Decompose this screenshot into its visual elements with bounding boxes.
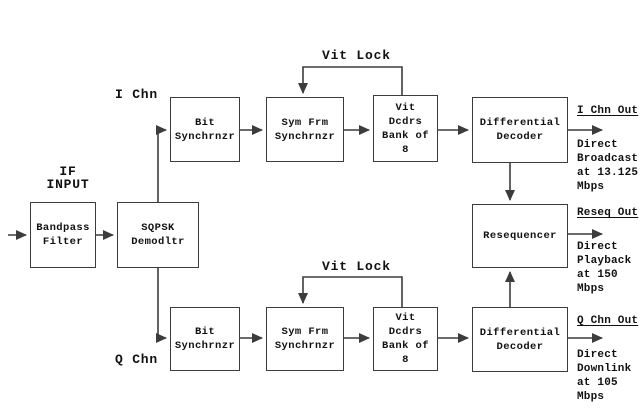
output-q-chn-desc: Direct Downlink at 105 Mbps — [577, 349, 632, 403]
block-bandpass-filter: Bandpass Filter — [30, 202, 96, 268]
connector-sqpsk-to-bitsync-q — [156, 268, 167, 343]
label-if-input: IF INPUT — [46, 164, 90, 192]
label-vit-lock-top: Vit Lock — [322, 48, 391, 63]
output-reseq-title: Reseq Out — [577, 207, 639, 219]
output-i-chn-title: I Chn Out — [577, 105, 639, 117]
label-vit-lock-bottom: Vit Lock — [322, 259, 391, 274]
block-resequencer: Resequencer — [472, 204, 568, 268]
connector-sqpsk-to-bitsync-i — [156, 125, 167, 202]
output-i-chn: I Chn Out Direct Broadcast at 13.125 Mbp… — [577, 105, 640, 194]
output-i-chn-desc: Direct Broadcast at 13.125 Mbps — [577, 139, 639, 193]
connector-vit-lock-feedback-i — [298, 66, 403, 95]
block-differential-decoder-i: Differential Decoder — [472, 97, 568, 163]
block-sqpsk-demodulator: SQPSK Demodltr — [117, 202, 199, 268]
block-bit-synchronizer-q: Bit Synchrnzr — [170, 307, 240, 371]
output-q-chn-title: Q Chn Out — [577, 315, 639, 327]
output-q-chn: Q Chn Out Direct Downlink at 105 Mbps — [577, 315, 640, 404]
connector-vit-lock-feedback-q — [298, 276, 403, 307]
output-reseq: Reseq Out Direct Playback at 150 Mbps — [577, 207, 640, 296]
block-sym-frm-synchronizer-i: Sym Frm Synchrnzr — [266, 97, 344, 162]
block-viterbi-decoders-q: Vit Dcdrs Bank of 8 — [373, 307, 438, 371]
block-sym-frm-synchronizer-q: Sym Frm Synchrnzr — [266, 307, 344, 371]
block-differential-decoder-q: Differential Decoder — [472, 307, 568, 372]
block-bit-synchronizer-i: Bit Synchrnzr — [170, 97, 240, 162]
label-q-chn: Q Chn — [115, 352, 159, 367]
label-i-chn: I Chn — [115, 87, 159, 102]
block-viterbi-decoders-i: Vit Dcdrs Bank of 8 — [373, 95, 438, 162]
output-reseq-desc: Direct Playback at 150 Mbps — [577, 241, 632, 295]
